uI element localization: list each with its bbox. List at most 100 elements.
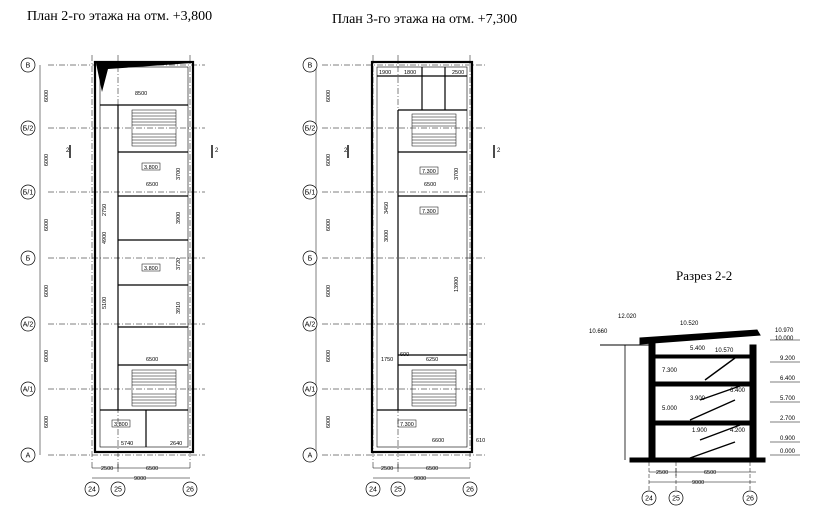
plan3-h-13900: 13900 (454, 277, 460, 292)
plan2-row-spacing-4: 6000 (44, 350, 50, 362)
section-mid1: 10.520 (680, 321, 699, 327)
plan3-top-1900: 1900 (379, 70, 391, 76)
plan3-row-axis-2-label: Б/1 (305, 190, 316, 197)
plan2-col-axis-2-label: 26 (186, 487, 194, 494)
plan2-h-3900: 3900 (176, 212, 182, 224)
section-2-2-title: Разрез 2-2 (676, 268, 733, 283)
plan2-row-axis-6-label: А (26, 453, 31, 460)
section-dim-total: 9000 (692, 480, 704, 486)
plan2-row-spacing-5: 6000 (44, 416, 50, 428)
plan3-row-axis-0-label: В (308, 63, 313, 70)
plan2-h-3910: 3910 (176, 302, 182, 314)
plan3-h-3000: 3000 (384, 230, 390, 242)
plan2-dim-right: 6500 (146, 466, 158, 472)
section-col-axis-1-bubble (668, 490, 684, 506)
plan2-span-6500-a: 6500 (146, 182, 158, 188)
plan3-row-axis-6-label: А (308, 453, 313, 460)
plan3-col-axis-0-label: 24 (369, 487, 377, 494)
plan3-left-1750: 1750 (381, 357, 393, 363)
section-dim-left: 2500 (656, 470, 668, 476)
plan-3-floor-title: План 3-го этажа на отм. +7,300 (332, 12, 518, 27)
plan3-span-6500: 6500 (424, 182, 436, 188)
plan3-row-spacing-5: 6000 (326, 416, 332, 428)
plan3-dim-right: 6500 (426, 466, 438, 472)
plan3-row-spacing-3: 6000 (326, 285, 332, 297)
plan2-col-axis-0-label: 24 (88, 487, 96, 494)
plan3-col-axis-1-label: 25 (394, 487, 402, 494)
section-in7: 4.200 (730, 428, 746, 434)
plan2-row-spacing-3: 6000 (44, 285, 50, 297)
section-col-axes: 24 25 26 (641, 490, 758, 506)
plan2-h-4900: 4900 (102, 232, 108, 244)
section-in6: 6.400 (730, 388, 746, 394)
plan2-row-axis-0-bubble (20, 57, 36, 73)
section-in4: 1.900 (692, 428, 708, 434)
plan3-span-6250: 6250 (426, 357, 438, 363)
plan2-row-spacing-1: 6000 (44, 154, 50, 166)
plan3-row-spacing-2: 6000 (326, 219, 332, 231)
section-in2: 3.900 (690, 396, 706, 402)
plan2-level-c: 3.800 (114, 422, 128, 428)
plan2-dim-left: 2500 (101, 466, 113, 472)
plan2-row-axis-0-label: В (26, 63, 31, 70)
plan2-dim-total: 9000 (134, 476, 146, 482)
plan3-row-axis-3-label: Б (308, 256, 313, 263)
section-l1: 10.000 (775, 336, 794, 342)
plan3-col-axis-2-bubble (462, 481, 478, 497)
plan3-row-spacing-0: 6000 (326, 90, 332, 102)
plan2-cut-left: 2 (66, 148, 70, 154)
section-col-axis-2-bubble (742, 490, 758, 506)
plan2-col-axis-0-bubble (84, 481, 100, 497)
plan3-row-axis-4-bubble (302, 316, 318, 332)
plan-3-col-axes: 24 25 26 (365, 481, 478, 497)
section-col-axis-2-label: 26 (746, 496, 754, 503)
section-in5: 7.300 (662, 368, 678, 374)
section-2-2-drawing (600, 329, 800, 492)
plan2-row-axis-2-bubble (20, 184, 36, 200)
plan2-row-axis-6-bubble (20, 447, 36, 463)
section-in1: 5.400 (690, 346, 706, 352)
plan3-row-axis-0-bubble (302, 57, 318, 73)
plan3-span-6600: 6600 (432, 438, 444, 444)
plan3-dim-total: 9000 (414, 476, 426, 482)
plan3-row-axis-5-bubble (302, 381, 318, 397)
section-col-axis-0-bubble (641, 490, 657, 506)
section-l4: 5.700 (780, 396, 796, 402)
plan3-small-600: 600 (400, 352, 409, 358)
section-dim-right: 6500 (704, 470, 716, 476)
plan3-dim-left: 2500 (381, 466, 393, 472)
plan2-bottom-2640: 2640 (170, 441, 182, 447)
plan3-row-spacing-4: 6000 (326, 350, 332, 362)
plan2-h-2750: 2750 (102, 204, 108, 216)
plan3-h-3450: 3450 (384, 202, 390, 214)
section-col-axis-1-label: 25 (672, 496, 680, 503)
plan2-col-axis-1-bubble (110, 481, 126, 497)
plan2-row-spacing-0: 6000 (44, 90, 50, 102)
plan3-top-1800: 1800 (404, 70, 416, 76)
plan2-span-8500: 8500 (135, 91, 147, 97)
plan2-h-3700: 3700 (176, 168, 182, 180)
plan2-row-axis-4-bubble (20, 316, 36, 332)
plan2-row-axis-4-label: А/2 (23, 322, 34, 329)
plan-3-drawing (315, 55, 495, 479)
plan3-level-c: 7.300 (400, 422, 414, 428)
plan3-row-axis-3-bubble (302, 250, 318, 266)
plan2-row-axis-3-bubble (20, 250, 36, 266)
plan2-row-axis-1-label: Б/2 (23, 126, 34, 133)
plan2-col-axis-1-label: 25 (114, 487, 122, 494)
plan3-level-b: 7.300 (422, 209, 436, 215)
plan3-col-axis-0-bubble (365, 481, 381, 497)
plan3-row-axis-6-bubble (302, 447, 318, 463)
plan-2-col-axes: 24 25 26 (84, 481, 198, 497)
section-col-axis-0-label: 24 (645, 496, 653, 503)
plan2-span-6500-b: 6500 (146, 357, 158, 363)
plan3-cut-left: 2 (344, 148, 348, 154)
plan3-col-axis-2-label: 26 (466, 487, 474, 494)
section-l3: 6.400 (780, 376, 796, 382)
section-roof-top: 12.020 (618, 314, 637, 320)
section-roof-right: 10.970 (775, 328, 794, 334)
plan3-row-axis-2-bubble (302, 184, 318, 200)
plan3-row-axis-1-bubble (302, 120, 318, 136)
plan2-row-axis-5-bubble (20, 381, 36, 397)
